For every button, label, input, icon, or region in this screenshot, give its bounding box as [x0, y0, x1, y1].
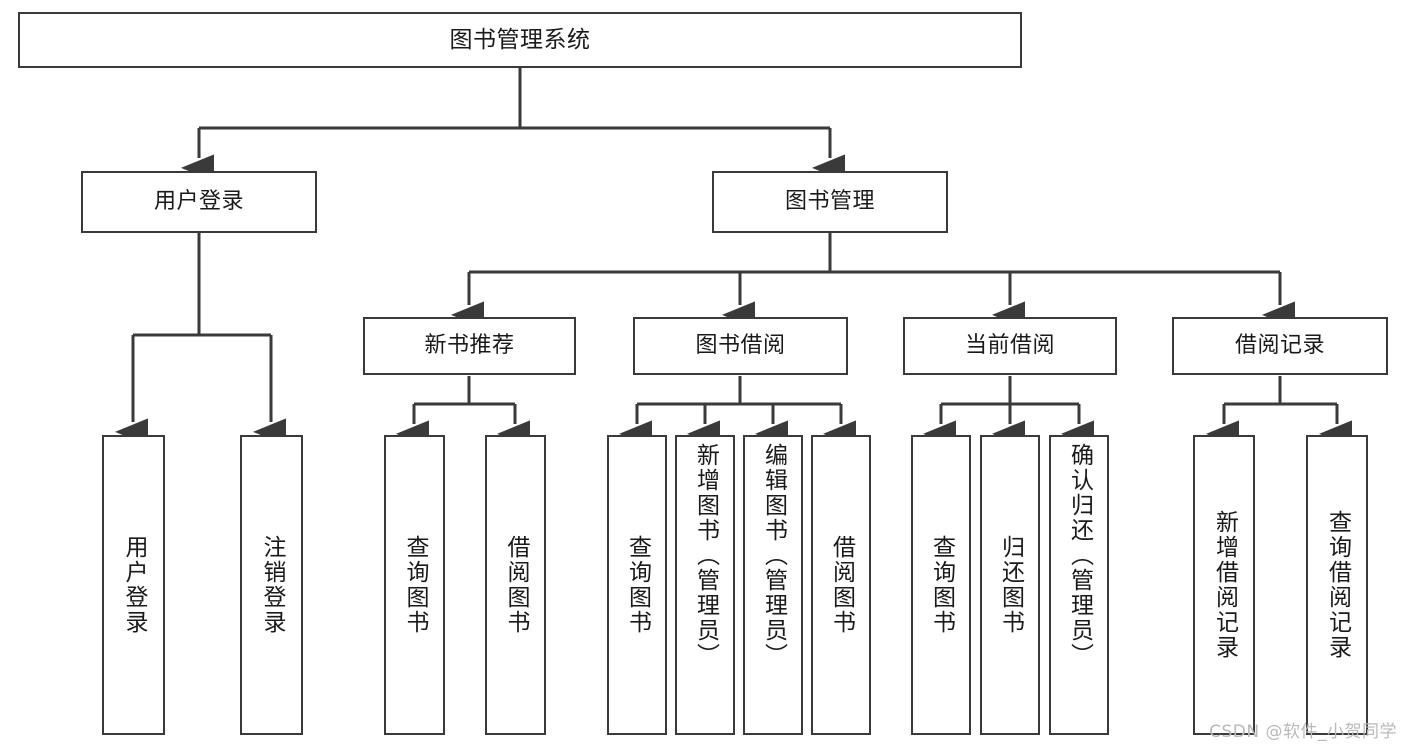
node-label: 注销登录 — [259, 535, 285, 635]
leaf-new-book-query[interactable]: 查询图书 — [384, 435, 445, 735]
leaf-return-book[interactable]: 归还图书 — [980, 435, 1040, 735]
leaf-user-login[interactable]: 用户登录 — [102, 435, 165, 735]
node-label: 编辑图书（管理员） — [760, 443, 787, 668]
node-label: 新增借阅记录 — [1211, 510, 1238, 660]
node-current-borrow[interactable]: 当前借阅 — [903, 317, 1117, 375]
node-new-book-recommend[interactable]: 新书推荐 — [363, 317, 576, 375]
node-book-borrow[interactable]: 图书借阅 — [633, 317, 848, 375]
node-label: 图书管理系统 — [449, 26, 591, 53]
node-book-management[interactable]: 图书管理 — [712, 171, 948, 233]
leaf-confirm-return-admin[interactable]: 确认归还（管理员） — [1049, 435, 1109, 735]
node-label: 图书借阅 — [695, 333, 786, 359]
node-label: 确认归还（管理员） — [1066, 443, 1093, 668]
node-label: 新增图书（管理员） — [692, 443, 719, 668]
node-label: 用户登录 — [153, 189, 244, 215]
node-label: 借阅记录 — [1234, 333, 1325, 359]
leaf-new-book-borrow[interactable]: 借阅图书 — [485, 435, 546, 735]
node-label: 用户登录 — [121, 535, 147, 635]
node-label: 借阅图书 — [503, 535, 529, 635]
leaf-book-add-admin[interactable]: 新增图书（管理员） — [675, 435, 735, 735]
leaf-book-edit-admin[interactable]: 编辑图书（管理员） — [743, 435, 803, 735]
node-label: 借阅图书 — [828, 535, 855, 635]
leaf-query-borrow-record[interactable]: 查询借阅记录 — [1306, 435, 1368, 735]
node-label: 新书推荐 — [424, 333, 515, 359]
leaf-book-borrow-query[interactable]: 查询图书 — [607, 435, 667, 735]
node-label: 图书管理 — [784, 189, 875, 215]
leaf-book-borrow-action[interactable]: 借阅图书 — [811, 435, 871, 735]
node-label: 查询借阅记录 — [1324, 510, 1351, 660]
node-label: 归还图书 — [997, 535, 1024, 635]
leaf-logout[interactable]: 注销登录 — [240, 435, 303, 735]
node-borrow-record[interactable]: 借阅记录 — [1172, 317, 1388, 375]
node-user-login[interactable]: 用户登录 — [81, 171, 317, 233]
node-root-system[interactable]: 图书管理系统 — [18, 12, 1022, 68]
leaf-current-borrow-query[interactable]: 查询图书 — [911, 435, 971, 735]
node-label: 当前借阅 — [964, 333, 1055, 359]
node-label: 查询图书 — [402, 535, 428, 635]
node-label: 查询图书 — [624, 535, 651, 635]
node-label: 查询图书 — [928, 535, 955, 635]
leaf-add-borrow-record[interactable]: 新增借阅记录 — [1193, 435, 1255, 735]
